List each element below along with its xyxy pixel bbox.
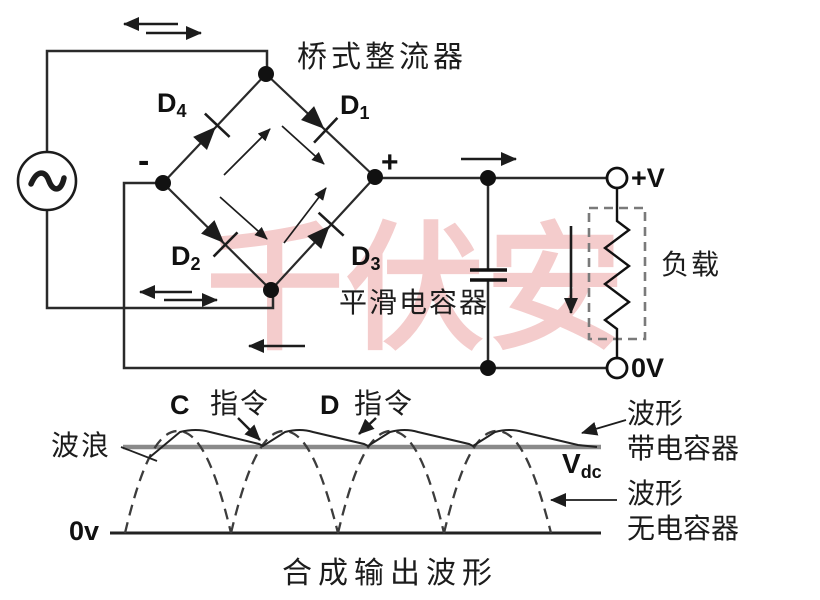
bridge-rectifier <box>155 66 496 376</box>
diode-label-d4: D4 <box>157 88 187 121</box>
d-conduction-label: D <box>320 390 340 420</box>
with-capacitor-label-line1: 波形 <box>627 399 684 430</box>
diode-label-d1: D1 <box>340 90 370 123</box>
plus-terminal-label: + <box>381 146 399 179</box>
without-capacitor-label-line2: 无电容器 <box>627 514 740 545</box>
ripple-label: 波浪 <box>51 431 112 462</box>
d-command-arrow <box>358 417 377 435</box>
diode-label-d2: D2 <box>171 241 201 274</box>
diode-d1 <box>301 106 339 144</box>
without-capacitor-label-line1: 波形 <box>627 479 684 510</box>
c-command-arrow <box>237 417 261 441</box>
wires <box>45 49 607 370</box>
smoothing-capacitor-label: 平滑电容器 <box>339 288 490 319</box>
diode-label-d3: D3 <box>351 241 381 274</box>
zero-volt-axis-label: 0v <box>69 516 100 546</box>
smoothing-capacitor <box>470 268 507 282</box>
minus-terminal-label: - <box>138 142 150 180</box>
with-capacitor-label-line2: 带电容器 <box>627 434 740 465</box>
flow-arrows <box>123 17 517 353</box>
zero-v-terminal-label: 0V <box>631 353 665 383</box>
c-command-label: 指令 <box>210 389 271 420</box>
terminal-zero-v <box>605 356 629 380</box>
waveform-caption: 合成输出波形 <box>282 557 498 590</box>
load-resistor <box>603 188 631 358</box>
bridge-current-arrows <box>219 125 327 244</box>
diode-d4 <box>193 112 231 150</box>
bridge-rectifier-title: 桥式整流器 <box>297 41 467 74</box>
c-conduction-label: C <box>170 390 190 420</box>
ripple-pointer-line <box>120 446 158 462</box>
load-label: 负载 <box>661 250 722 281</box>
terminal-plus-v <box>605 166 629 190</box>
junction-dots <box>155 66 496 376</box>
sine-symbol <box>28 170 67 192</box>
diode-d3 <box>307 211 345 249</box>
load-dashed-box <box>587 206 647 341</box>
vdc-label: Vdc <box>562 448 602 482</box>
d-command-label: 指令 <box>354 389 415 420</box>
waveform-plot <box>110 417 627 535</box>
ac-source <box>16 150 78 212</box>
plus-v-terminal-label: +V <box>631 163 665 193</box>
wave-with-capacitor <box>149 429 598 458</box>
load <box>564 188 647 358</box>
with-capacitor-pointer-arrow <box>581 419 627 436</box>
diode-d2 <box>201 220 239 258</box>
terminals <box>605 166 629 380</box>
